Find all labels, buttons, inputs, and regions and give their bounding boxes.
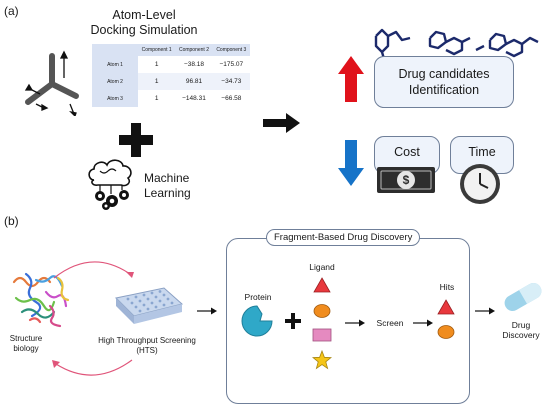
fbdd-title: Fragment-Based Drug Discovery bbox=[266, 229, 421, 246]
ligand-label: Ligand bbox=[309, 262, 335, 272]
table-header: Component 1 bbox=[138, 44, 176, 56]
structure-biology-label: Structure biology bbox=[4, 334, 48, 354]
money-icon: $ bbox=[377, 167, 435, 193]
hts-plate-icon bbox=[114, 287, 184, 324]
curved-arrow-bottom bbox=[52, 359, 133, 376]
panel-b-label: (b) bbox=[4, 214, 19, 228]
protein-icon bbox=[241, 305, 273, 337]
svg-text:$: $ bbox=[403, 173, 410, 187]
table-cell: 1 bbox=[154, 61, 159, 68]
table-row-header: Atom 2 bbox=[92, 73, 138, 90]
arrow-to-hits-icon bbox=[413, 319, 433, 327]
drug-discovery-label: Drug Discovery bbox=[494, 320, 548, 340]
table-cell: −175.07 bbox=[219, 61, 244, 68]
ml-line2: Learning bbox=[144, 186, 191, 200]
circle-ligand-icon bbox=[313, 304, 331, 318]
docking-title: Atom-Level Docking Simulation bbox=[84, 8, 204, 38]
machine-learning-label: Machine Learning bbox=[144, 171, 191, 201]
pill-icon bbox=[504, 283, 542, 311]
hit-circle-icon bbox=[437, 325, 455, 339]
table-header: Component 2 bbox=[175, 44, 213, 56]
table-header-empty bbox=[92, 44, 138, 56]
decrease-arrow-icon bbox=[338, 140, 364, 186]
cost-label: Cost bbox=[394, 145, 420, 159]
triangle-ligand-icon bbox=[313, 277, 331, 293]
protein-label: Protein bbox=[244, 292, 272, 302]
hits-label: Hits bbox=[439, 282, 455, 292]
table-header: Component 3 bbox=[212, 44, 250, 56]
hts-label: High Throughput Screening (HTS) bbox=[86, 336, 208, 356]
right-arrow-icon bbox=[263, 113, 300, 133]
arrow-to-fbdd-icon bbox=[197, 307, 217, 315]
table-cell: 1 bbox=[138, 73, 176, 90]
plus-icon bbox=[119, 123, 153, 157]
drug-discovery-line2: Discovery bbox=[502, 330, 540, 340]
coordinate-axes-icon bbox=[24, 50, 79, 116]
table-row-header: Atom 1 bbox=[92, 56, 138, 73]
hts-line1: High Throughput Screening bbox=[98, 336, 196, 345]
drug-candidates-line2: Identification bbox=[408, 83, 480, 97]
screen-label: Screen bbox=[376, 318, 404, 328]
table-cell: 96.81 bbox=[175, 73, 213, 90]
docking-title-line1: Atom-Level bbox=[112, 8, 176, 22]
time-label: Time bbox=[468, 145, 496, 159]
protein-structure-image bbox=[12, 272, 70, 328]
panel-a-label: (a) bbox=[4, 4, 19, 18]
table-cell: −34.73 bbox=[212, 73, 250, 90]
molecule-structures-icon bbox=[374, 28, 539, 60]
structure-line2: biology bbox=[13, 344, 39, 353]
hit-triangle-icon bbox=[437, 299, 455, 315]
table-row-header: Atom 3 bbox=[92, 90, 138, 107]
arrow-to-screen-icon bbox=[345, 319, 365, 327]
ml-line1: Machine bbox=[144, 171, 190, 185]
drug-candidates-line1: Drug candidates bbox=[398, 67, 490, 81]
table-cell: 1 bbox=[154, 95, 159, 102]
machine-learning-icon bbox=[88, 159, 132, 210]
square-ligand-icon bbox=[312, 328, 332, 342]
star-ligand-icon bbox=[312, 350, 332, 370]
structure-line1: Structure bbox=[9, 334, 43, 343]
docking-title-line2: Docking Simulation bbox=[90, 23, 198, 37]
drug-discovery-line1: Drug bbox=[511, 320, 531, 330]
hts-line2: (HTS) bbox=[136, 346, 158, 355]
increase-arrow-icon bbox=[338, 56, 364, 102]
atom-component-table: Component 1 Component 2 Component 3 Atom… bbox=[92, 44, 250, 107]
arrow-to-drug-icon bbox=[475, 307, 495, 315]
drug-candidates-box: Drug candidates Identification bbox=[374, 56, 514, 108]
table-cell: −38.18 bbox=[183, 61, 205, 68]
curved-arrow-top bbox=[53, 261, 134, 279]
clock-icon bbox=[460, 164, 500, 204]
table-cell: −148.31 bbox=[182, 95, 206, 102]
plus-small-icon bbox=[285, 313, 301, 329]
drug-candidates-label: Drug candidates Identification bbox=[375, 66, 513, 98]
table-cell: −66.58 bbox=[221, 95, 242, 102]
